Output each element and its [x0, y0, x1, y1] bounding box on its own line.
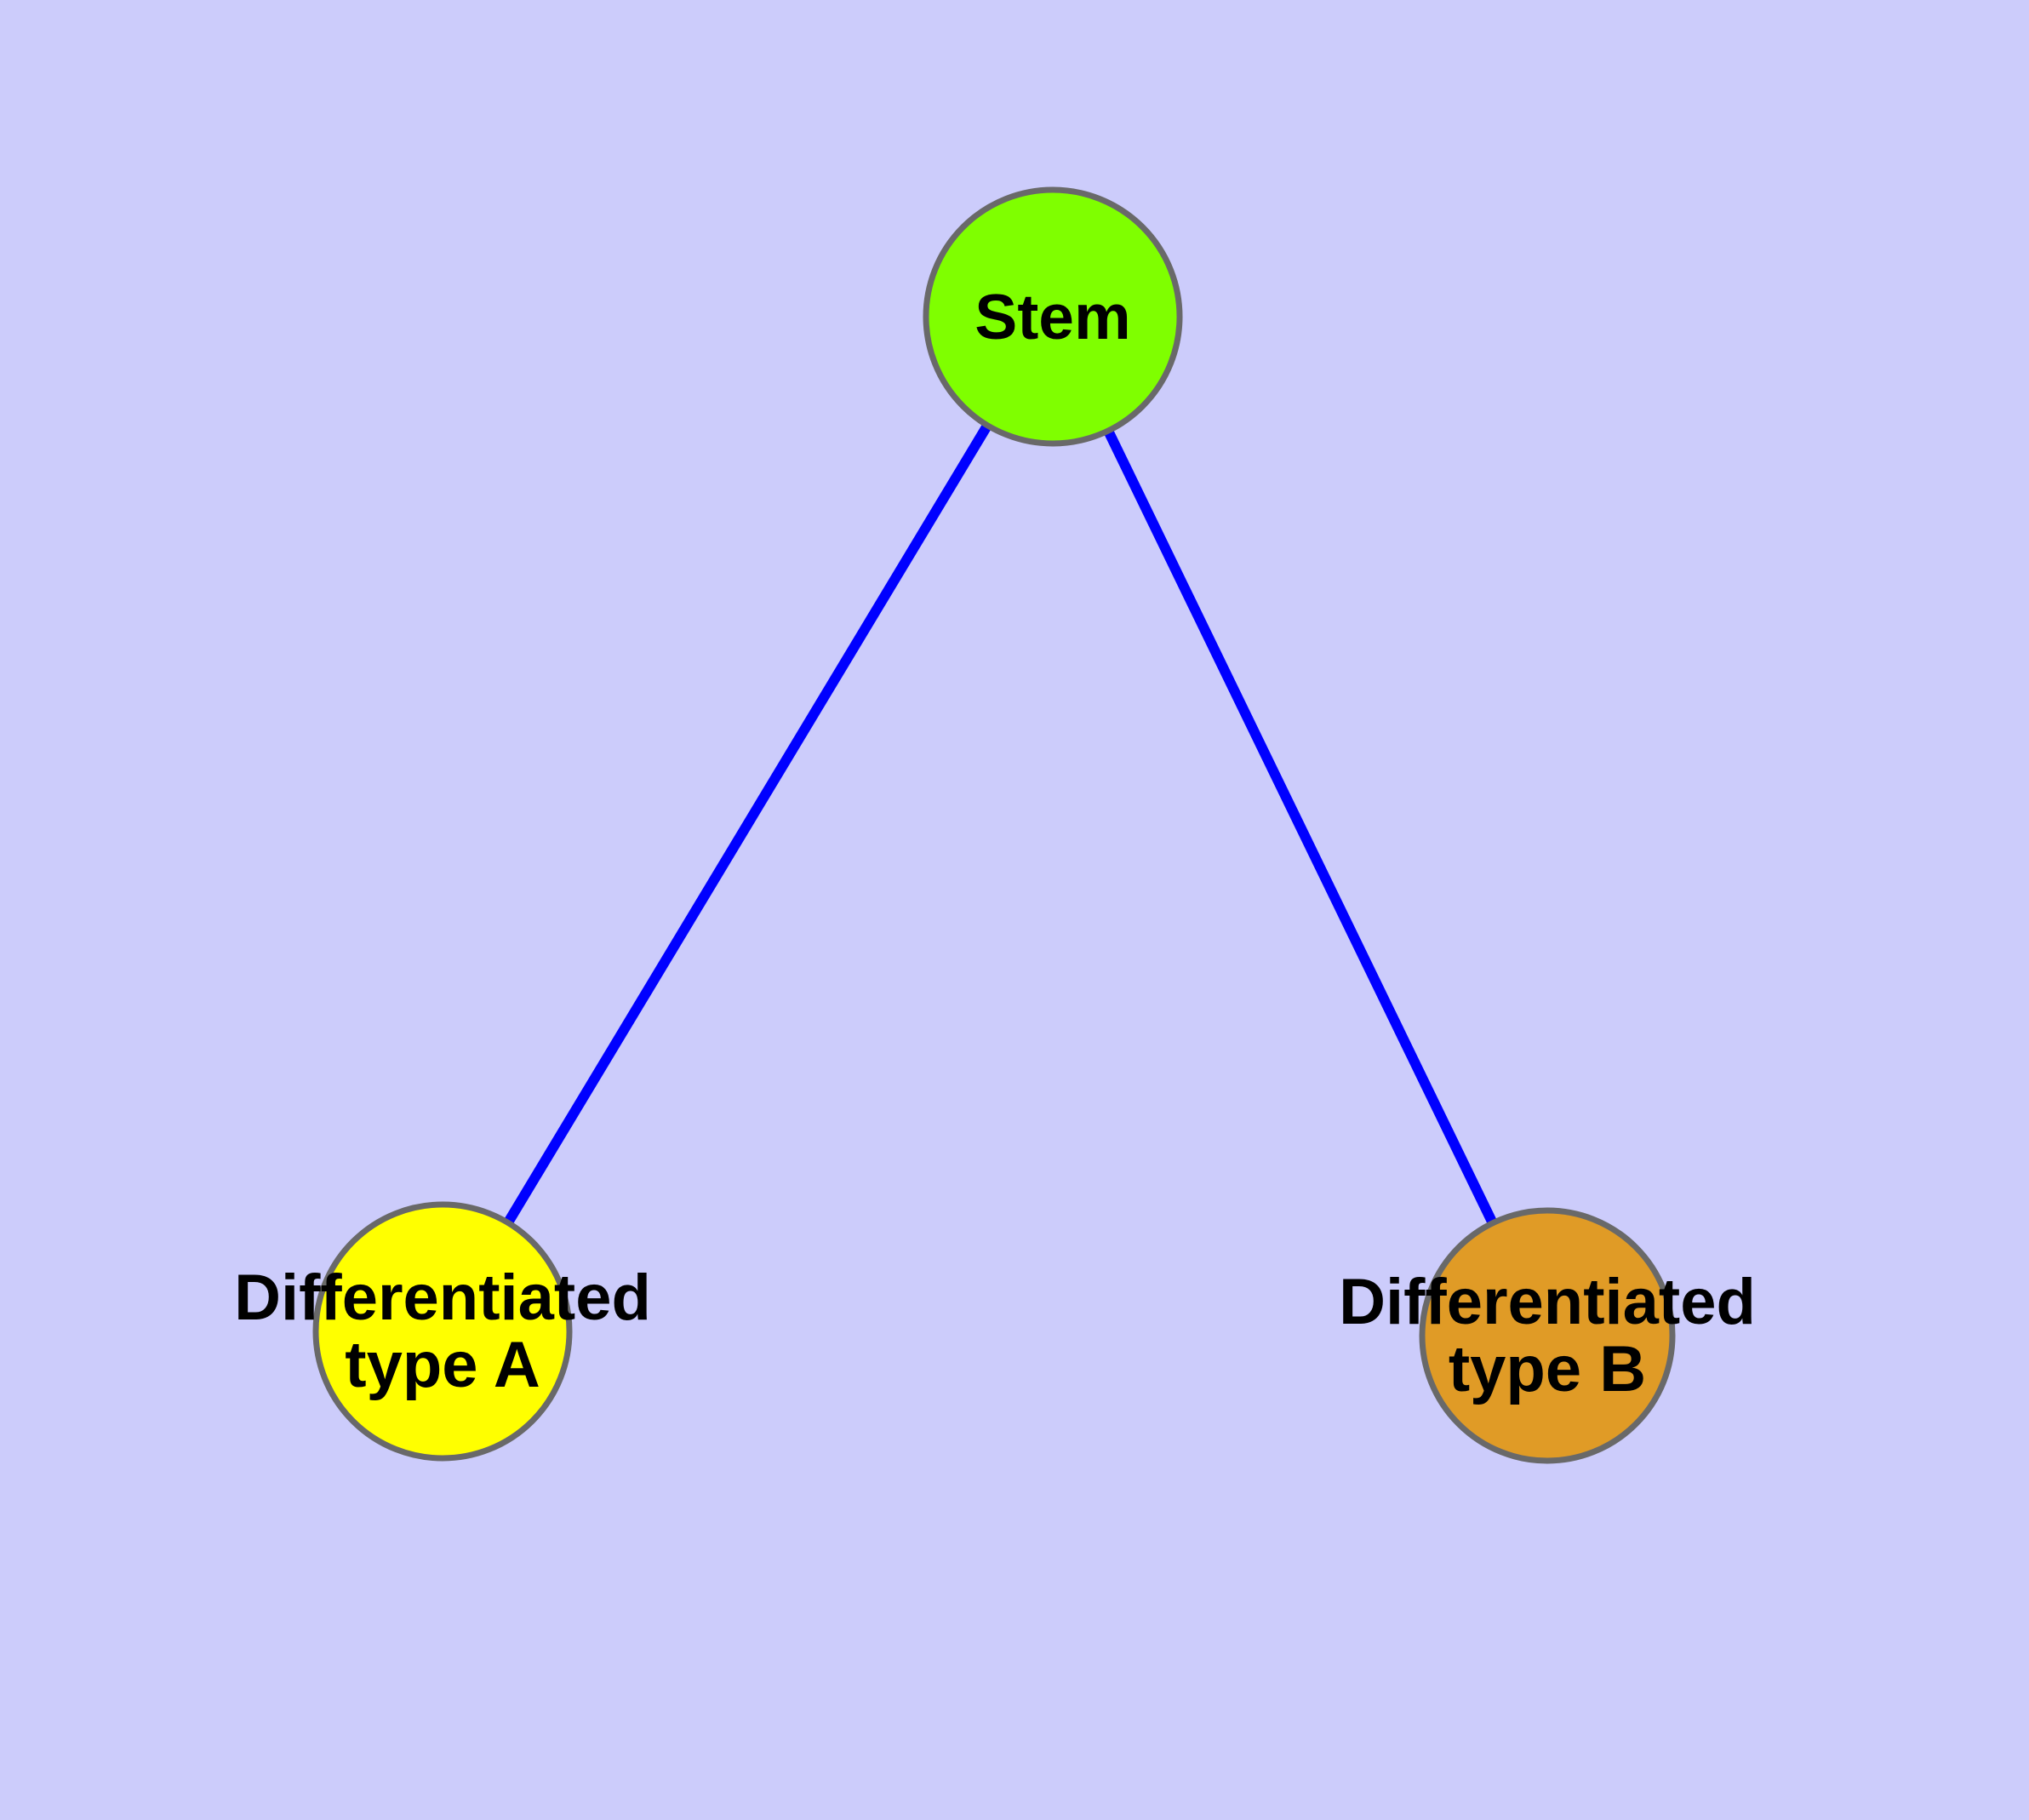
edge-stem-to-type-a — [437, 313, 1058, 1335]
edge-stem-to-type-b — [1048, 314, 1552, 1338]
node-type-b-circle[interactable] — [1419, 1207, 1676, 1464]
node-stem-circle[interactable] — [923, 186, 1183, 447]
node-type-a-circle[interactable] — [312, 1201, 573, 1462]
